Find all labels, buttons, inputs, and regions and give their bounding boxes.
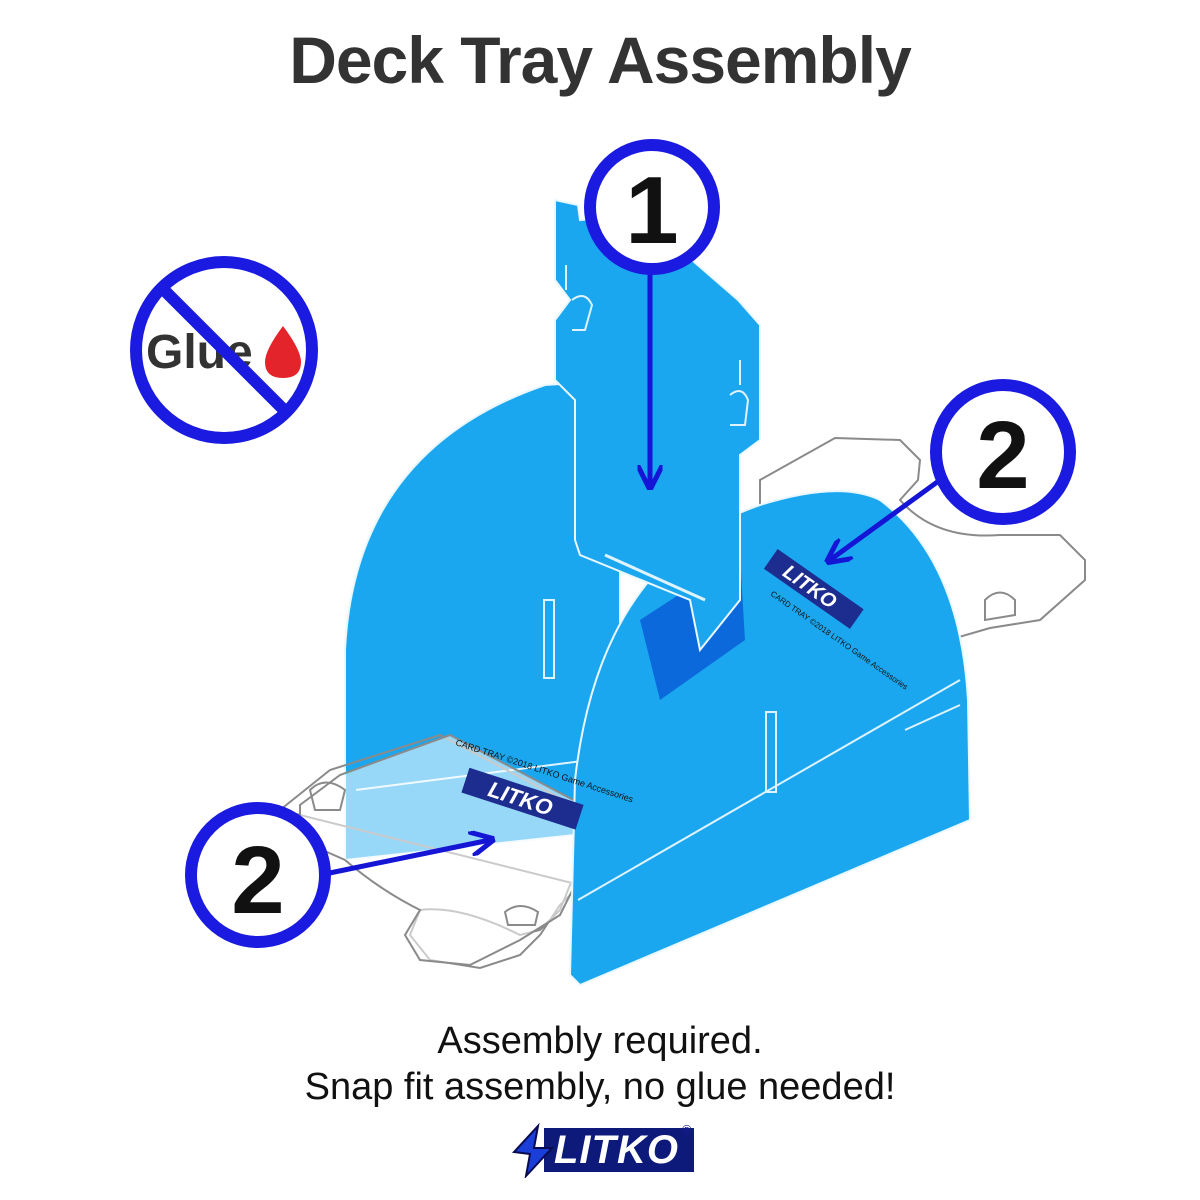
svg-text:1: 1 [625,157,678,264]
no-glue-icon: Glue [136,262,312,438]
step-2-callout-front: 2 [191,808,325,942]
caption-line-1: Assembly required. [0,1020,1200,1063]
step-1-callout: 1 [590,145,714,269]
glue-drop-icon [265,326,301,378]
caption-line-2: Snap fit assembly, no glue needed! [0,1066,1200,1109]
brand-name: LITKO [554,1128,679,1173]
litko-logo: LITKO ® [508,1122,698,1178]
step-2-callout-back: 2 [936,385,1070,519]
svg-text:2: 2 [231,827,284,934]
svg-text:2: 2 [976,402,1029,509]
registered-mark: ® [682,1122,692,1137]
